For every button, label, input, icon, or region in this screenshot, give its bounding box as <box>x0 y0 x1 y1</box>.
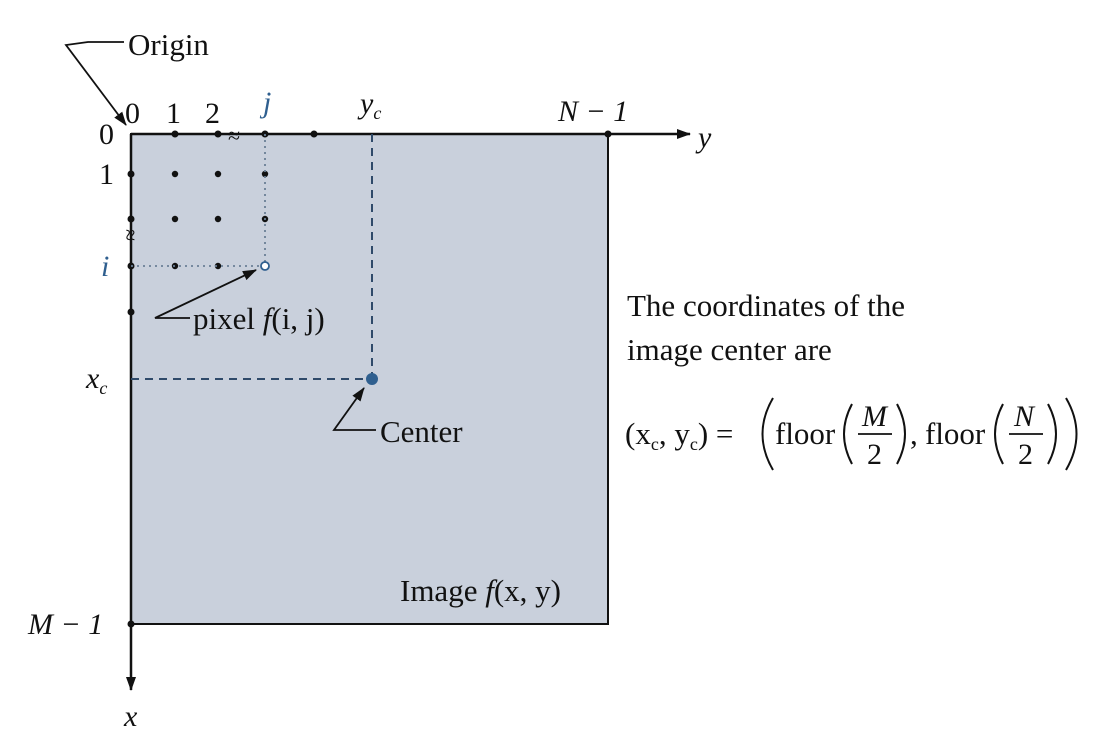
inner-paren-left-1 <box>843 403 853 465</box>
formula-comma: , <box>910 416 918 451</box>
grid-dot <box>214 215 222 223</box>
col-label-j: j <box>259 86 271 119</box>
axis-dot-row-i1 <box>127 308 135 316</box>
grid-dot <box>171 215 179 223</box>
grid-dot <box>171 170 179 178</box>
center-label: Center <box>380 414 463 449</box>
axis-dot-row-2 <box>127 215 135 223</box>
row-label-0: 0 <box>99 118 114 151</box>
frac2-den: 2 <box>1018 438 1033 471</box>
outer-paren-right <box>1065 397 1078 471</box>
frac1-den: 2 <box>867 438 882 471</box>
image-label: Image f(x, y) <box>400 573 561 608</box>
axis-dot-col-2 <box>214 130 222 138</box>
center-formula: (xc, yc) = floor M 2 , floor N 2 <box>625 397 1078 471</box>
inner-paren-left-2 <box>994 403 1004 465</box>
x-axis-label: x <box>123 700 138 733</box>
center-callout-line <box>332 387 376 431</box>
outer-paren-left <box>761 397 774 471</box>
floor-1: floor <box>775 416 836 451</box>
col-label-1: 1 <box>166 97 181 130</box>
center-point <box>366 373 378 385</box>
inner-paren-right-1 <box>896 403 906 465</box>
col-label-last: N − 1 <box>557 95 628 128</box>
axis-dot-col-last <box>604 130 612 138</box>
axis-dot-col-j1 <box>310 130 318 138</box>
pixel-ij-marker <box>260 261 270 271</box>
note-line-2: image center are <box>627 332 832 367</box>
row-label-i: i <box>101 250 109 283</box>
col-label-2: 2 <box>205 97 220 130</box>
pixel-callout-line <box>154 269 257 319</box>
col-label-yc: yc <box>357 87 381 123</box>
grid-dot <box>214 262 222 270</box>
axis-dot-row-1 <box>127 170 135 178</box>
pixel-label: pixel f(i, j) <box>193 301 325 336</box>
floor-2: floor <box>925 416 986 451</box>
grid-dot <box>214 170 222 178</box>
note-line-1: The coordinates of the <box>627 288 905 323</box>
top-axis-break-mark: ≈ <box>228 123 240 148</box>
row-label-1: 1 <box>99 158 114 191</box>
axis-dot-row-last <box>127 620 135 628</box>
axis-dot-col-1 <box>171 130 179 138</box>
origin-callout-line <box>64 41 127 126</box>
col-label-0: 0 <box>125 97 140 130</box>
inner-paren-right-2 <box>1047 403 1057 465</box>
y-axis-label: y <box>695 121 712 154</box>
row-label-last: M − 1 <box>27 608 103 641</box>
origin-label: Origin <box>128 27 209 62</box>
frac2-num: N <box>1013 400 1036 433</box>
frac1-num: M <box>861 400 889 433</box>
grid-dot <box>261 170 269 178</box>
left-axis-break-mark: ≈ <box>118 229 143 241</box>
row-label-xc: xc <box>85 362 107 398</box>
formula-lhs: (xc, yc) = <box>625 416 733 454</box>
